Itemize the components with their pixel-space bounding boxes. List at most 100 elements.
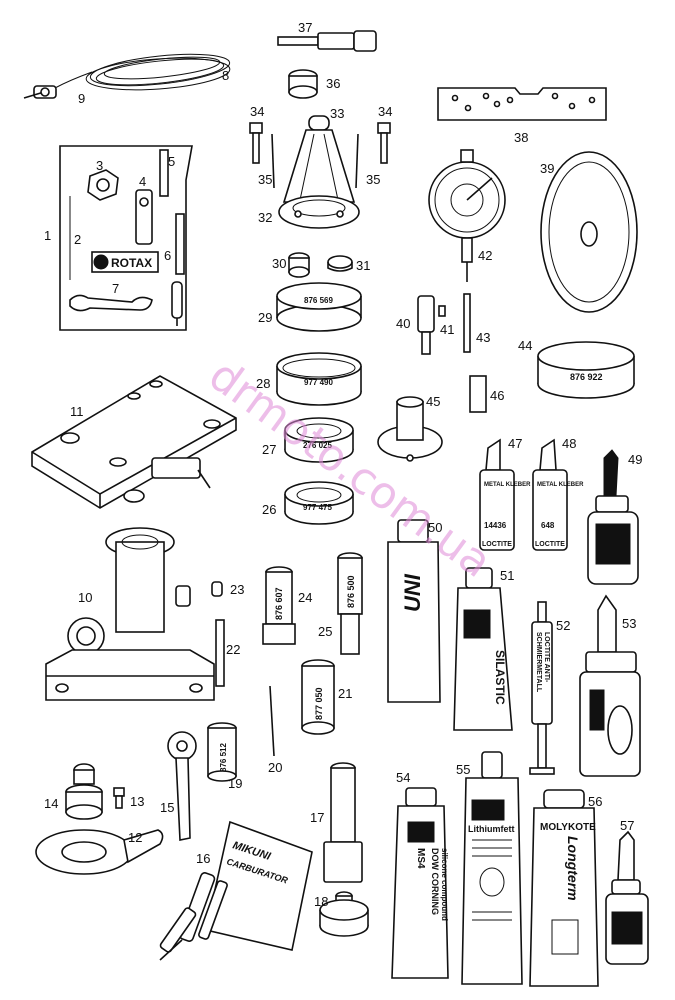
callout-36: 36: [326, 76, 340, 91]
callout-41: 41: [440, 322, 454, 337]
bottle-part-57: [605, 830, 649, 965]
bottle-part-53: [579, 594, 641, 777]
tube-part-51: SILASTIC: [453, 567, 513, 731]
tube-part-54: MS4 DOW CORNING silicone compound: [391, 787, 449, 979]
svg-text:MS4: MS4: [415, 848, 426, 869]
callout-2: 2: [74, 232, 81, 247]
svg-text:LOCTITE: LOCTITE: [535, 541, 565, 548]
svg-text:METAL KLEBER: METAL KLEBER: [484, 482, 531, 488]
syringe-part-52: LOCTITE ANTI- SCHMIERMETALL: [529, 601, 555, 775]
callout-26: 26: [262, 502, 276, 517]
setscrew-part-41: [438, 305, 446, 317]
dial-indicator-part-42: [428, 149, 506, 282]
clamp-part-9: [23, 85, 57, 99]
callout-45: 45: [426, 394, 440, 409]
callout-52: 52: [556, 618, 570, 633]
callout-56: 56: [588, 794, 602, 809]
callout-33: 33: [330, 106, 344, 121]
plate-part-12: [35, 829, 164, 875]
callout-47: 47: [508, 436, 522, 451]
base-plate-part-11: [31, 375, 237, 509]
callout-9: 9: [78, 91, 85, 106]
pin-part-23: [211, 581, 223, 597]
tube-part-55: Lithiumfett: [461, 751, 523, 985]
hex-wrench-part-3: [87, 169, 119, 201]
disc-part-39: [540, 151, 638, 313]
svg-text:silicone compound: silicone compound: [440, 848, 449, 921]
bottle-part-48: METAL KLEBER 648 LOCTITE: [532, 438, 584, 551]
casting-part-10: [45, 527, 215, 701]
svg-text:Longterm: Longterm: [565, 836, 581, 901]
cap-part-31: [327, 255, 353, 272]
callout-54: 54: [396, 770, 410, 785]
callout-31: 31: [356, 258, 370, 273]
callout-35a: 35: [258, 172, 272, 187]
callout-1: 1: [44, 228, 51, 243]
probe-part-43: [463, 293, 471, 353]
callout-50: 50: [428, 520, 442, 535]
svg-text:876 512: 876 512: [219, 743, 228, 772]
callout-6: 6: [164, 248, 171, 263]
svg-text:LOCTITE ANTI-: LOCTITE ANTI-: [543, 632, 550, 683]
svg-text:LOCTITE: LOCTITE: [482, 541, 512, 548]
tool-part-19: 876 512: [207, 722, 237, 782]
ring-part-26: 977 475: [284, 481, 354, 525]
callout-44: 44: [518, 338, 532, 353]
bushing-part-36: [288, 69, 318, 99]
callout-34b: 34: [378, 104, 392, 119]
callout-10: 10: [78, 590, 92, 605]
callout-48: 48: [562, 436, 576, 451]
sleeve-part-44: 876 922: [537, 341, 635, 399]
svg-text:876 922: 876 922: [570, 372, 603, 382]
callout-25: 25: [318, 624, 332, 639]
bolt-part-34-right: [377, 122, 391, 164]
bottle-part-47: METAL KLEBER 14436 LOCTITE: [479, 438, 531, 551]
svg-text:977 475: 977 475: [303, 503, 332, 512]
callout-40: 40: [396, 316, 410, 331]
callout-49: 49: [628, 452, 642, 467]
pin-part-37: [277, 30, 377, 52]
svg-text:977 490: 977 490: [304, 378, 333, 387]
callout-22: 22: [226, 642, 240, 657]
callout-24: 24: [298, 590, 312, 605]
svg-text:877 050: 877 050: [314, 687, 324, 720]
callout-17: 17: [310, 810, 324, 825]
plug-part-18: [319, 891, 369, 937]
ring-part-28: 977 490: [276, 352, 362, 406]
mikuni-tool-kit-part-16: MIKUNI CARBURATOR: [159, 820, 313, 961]
callout-4: 4: [139, 174, 146, 189]
svg-text:876 607: 876 607: [274, 587, 284, 620]
socket-part-4: [135, 189, 153, 245]
svg-text:SILASTIC: SILASTIC: [493, 650, 507, 705]
rod-part-22: [215, 619, 225, 687]
callout-12: 12: [128, 830, 142, 845]
callout-51: 51: [500, 568, 514, 583]
svg-text:648: 648: [541, 521, 555, 530]
svg-text:Lithiumfett: Lithiumfett: [468, 824, 515, 834]
callout-42: 42: [478, 248, 492, 263]
sleeve-part-17: [323, 762, 363, 883]
tube-part-56: MOLYKOTE Longterm: [529, 789, 599, 987]
ring-part-27: 276 025: [284, 417, 354, 463]
plate-part-38: [437, 87, 607, 121]
callout-11: 11: [70, 404, 84, 419]
wrench-part-15: [167, 731, 197, 841]
svg-text:276 025: 276 025: [303, 441, 332, 450]
puller-part-45: [377, 396, 443, 462]
callout-29: 29: [258, 310, 272, 325]
callout-38: 38: [514, 130, 528, 145]
tool-card-part-1: ROTAX: [59, 145, 193, 331]
stand-part-32: [271, 115, 360, 229]
gauge-part-46: [469, 375, 487, 413]
callout-32: 32: [258, 210, 272, 225]
cable-part-8: [54, 53, 231, 91]
callout-39: 39: [540, 161, 554, 176]
svg-text:MOLYKOTE: MOLYKOTE: [540, 822, 596, 833]
svg-text:SCHMIERMETALL: SCHMIERMETALL: [535, 632, 542, 693]
callout-13: 13: [130, 794, 144, 809]
callout-55: 55: [456, 762, 470, 777]
rotax-logo: ROTAX: [91, 251, 159, 273]
callout-43: 43: [476, 330, 490, 345]
bolt-part-13: [113, 787, 125, 809]
